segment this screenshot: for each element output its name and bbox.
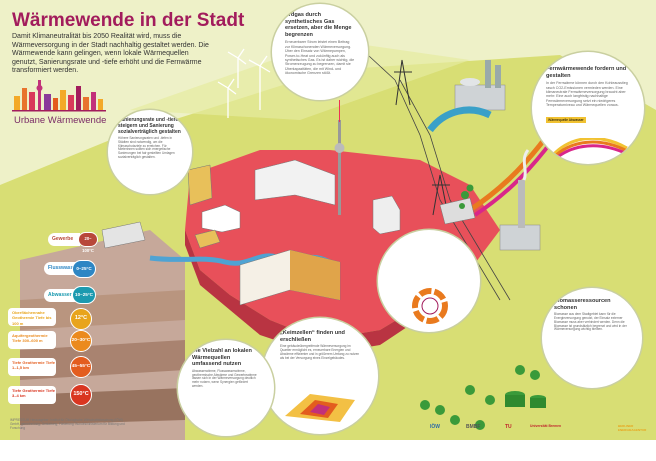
bubble-heading: Die Vielzahl an lokalen Wärmequellen umf… (192, 348, 252, 368)
source-tag-gewerbe: Gewerbe (48, 233, 80, 246)
bubble-local-sources: Die Vielzahl an lokalen Wärmequellen umf… (178, 340, 274, 436)
poster-title: Wärmewende in der Stadt (12, 10, 245, 31)
bubble-text: Abwasserwärme, Flusswasserwärme, geother… (192, 368, 257, 388)
pipe-rainbow-icon (550, 138, 628, 158)
source-tag-tiefe-geothermie-2: Tiefe Geothermie Tiefe 3–4 km (8, 386, 56, 404)
intro-text: Damit Klimaneutralität bis 2050 Realität… (12, 33, 209, 75)
source-value-aquifer: 20–30°C (70, 330, 92, 352)
brand-label: Urbane Wärmewende (14, 115, 107, 126)
bubble-text: In der Fernwärme können durch den Kohlea… (546, 81, 628, 108)
bubble-heat-nuclei: „Keimzellen“ finden und erschließen Eine… (262, 318, 378, 434)
source-value-geothermie-flach: 12°C (70, 308, 92, 330)
bubble-biomass: Biomasseressourcen schonen Biomasse aus … (542, 288, 642, 388)
underground-strata (20, 230, 185, 440)
source-value-abwasser: 10–25°C (72, 286, 96, 304)
bubble-heading: Fernwärmewende fordern und gestalten (546, 66, 627, 79)
footer-bar (0, 440, 656, 461)
bubble-text: Erneuerbarer Strom leistet einen Beitrag… (285, 40, 355, 76)
bubble-heading: Erdgas durch synthetisches Gas ersetzen,… (285, 12, 352, 38)
source-tag-tiefe-geothermie-1: Tiefe Geothermie Tiefe 1–1,5 km (8, 358, 56, 376)
source-tag-flusswasser: Flusswasser (44, 262, 78, 275)
bubble-synthetic-gas: Erdgas durch synthetisches Gas ersetzen,… (272, 4, 368, 100)
logo-ioew: IÖW (430, 424, 440, 430)
bubble-text: Eine gebäudeübergreifende Wärmeversorgun… (280, 344, 360, 360)
bubble-heading: „Keimzellen“ finden und erschließen (280, 330, 345, 343)
bubble-heading: Sanierungsrate und -tiefe steigern und S… (118, 117, 181, 135)
source-tag-aquifer: Aquifergeothermie Tiefe 300–600 m (8, 331, 56, 349)
source-value-flusswasser: 0–25°C (72, 260, 96, 278)
logo-berliner-energieagentur: BERLINER ENERGIEAGENTUR (618, 424, 647, 432)
bubble-district-heating: Fernwärmewende fordern und gestalten In … (532, 52, 644, 164)
buildings (101, 159, 476, 306)
source-tag-abwasser: Abwasser (44, 289, 76, 302)
logo-uni-bremen: Universität Bremen (530, 424, 562, 428)
synthetic-gas-arrow (427, 106, 492, 133)
tv-tower (334, 100, 345, 215)
logo-bmbf: BMBF (466, 424, 481, 430)
source-tag-geothermie-flach: Oberflächennahe Geothermie Tiefe bis 100… (8, 308, 56, 326)
bubble-text: Biomasse aus dem Stadtgebiet kann für di… (554, 312, 627, 332)
source-value-gewerbe: 20–100°C (78, 232, 98, 253)
bubble-heat-planning (378, 230, 480, 332)
power-plant (499, 149, 541, 251)
bubble-heading: Biomasseressourcen schonen (554, 298, 611, 311)
wastewater-heat-label: Wärmequelle Abwasser (546, 116, 586, 123)
bubble-text: Höhere Sanierungsraten und -tiefen in St… (118, 136, 175, 159)
planning-cycle-icon (412, 288, 448, 324)
logo-tu: TU (505, 424, 512, 430)
gas-plant (454, 60, 506, 111)
source-value-tiefe-geothermie-1: 45–55°C (70, 356, 92, 378)
biogas-plant (505, 391, 546, 408)
heat-map-icon (285, 394, 355, 422)
bubble-renovation: Sanierungsrate und -tiefe steigern und S… (108, 110, 192, 194)
source-value-tiefe-geothermie-2: 150°C (70, 384, 92, 406)
imprint: IMPRESSUM Herausgeber: Institut für Ökol… (10, 418, 125, 430)
skyline-logo (12, 80, 106, 112)
